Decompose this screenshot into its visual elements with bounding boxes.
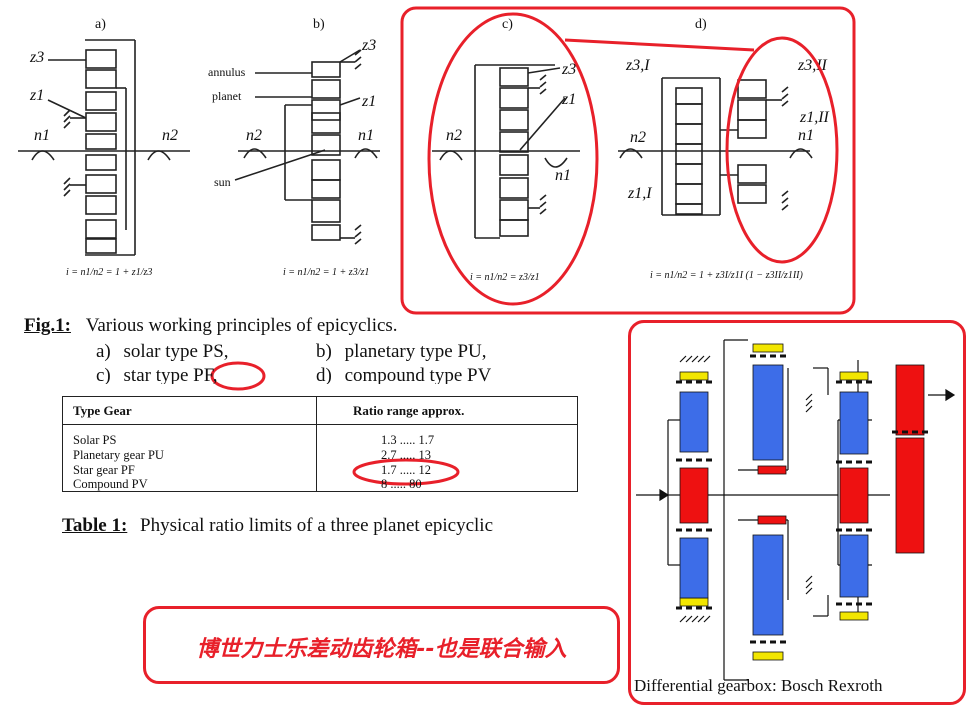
- gearbox-diagram: [636, 339, 956, 681]
- chinese-callout-box: 博世力士乐差动齿轮箱--也是联合输入: [143, 606, 620, 684]
- output-gear-red: [895, 364, 925, 436]
- label-d-n2: n2: [630, 129, 646, 146]
- label-annulus: annulus: [208, 65, 246, 79]
- gear-blue: [679, 391, 709, 453]
- formula-d: i = n1/n2 = 1 + z3I/z1I (1 − z3II/z1II): [650, 270, 803, 281]
- label-a-n2: n2: [162, 127, 178, 144]
- gear-blue: [839, 391, 869, 455]
- ratio-table: Type Gear Ratio range approx. Solar PS 1…: [62, 396, 578, 492]
- label-b-n2: n2: [246, 127, 262, 144]
- caption-item-c: c) star type PF,: [96, 366, 218, 384]
- table-caption-text: Physical ratio limits of a three planet …: [140, 515, 494, 536]
- label-a-n1: n1: [34, 127, 50, 144]
- figure-caption: Fig.1: Various working principles of epi…: [24, 316, 398, 336]
- diagram-d: [618, 77, 813, 216]
- highlight-frame-cd: [400, 6, 856, 315]
- formula-a: i = n1/n2 = 1 + z1/z3: [66, 267, 152, 278]
- formula-b: i = n1/n2 = 1 + z3/z1: [283, 267, 369, 278]
- bearing-yellow: [679, 597, 709, 607]
- highlight-ellipse-d: [725, 36, 839, 264]
- caption-item-b-key: b): [316, 341, 332, 362]
- diagram-b: [234, 49, 380, 245]
- label-c-z1: z1: [561, 91, 576, 108]
- gear-blue: [679, 537, 709, 599]
- label-b-z3: z3: [361, 37, 376, 54]
- gear-red-small: [757, 465, 787, 475]
- table-divider: [316, 397, 317, 491]
- gear-red: [839, 467, 869, 524]
- gear-red: [679, 467, 709, 524]
- caption-item-b: b) planetary type PU,: [316, 342, 487, 362]
- bearing-yellow: [839, 371, 869, 381]
- label-c-z3: z3: [561, 61, 576, 78]
- table-row-1-ratio: 2.7 ..... 13: [381, 448, 431, 462]
- table-col-type: Type Gear: [73, 403, 132, 418]
- output-gear-red: [895, 437, 925, 554]
- table-caption-label: Table 1:: [62, 515, 128, 536]
- caption-item-b-text: planetary type PU,: [344, 341, 487, 362]
- label-d-z1II: z1,II: [799, 109, 830, 126]
- gear-blue: [752, 534, 784, 636]
- caption-item-a-text: solar type PS,: [123, 341, 229, 362]
- gear-red-small: [757, 515, 787, 525]
- label-a: a): [95, 17, 106, 32]
- caption-item-d-text: compound type PV: [344, 366, 492, 384]
- bearing-yellow: [752, 343, 784, 353]
- caption-item-d: d) compound type PV: [316, 366, 491, 384]
- label-d-z1I: z1,I: [627, 185, 652, 202]
- highlight-connector: [564, 38, 755, 52]
- table-col-ratio: Ratio range approx.: [353, 403, 465, 418]
- gear-blue: [752, 364, 784, 461]
- formula-c: i = n1/n2 = z3/z1: [470, 272, 540, 283]
- label-a-z1: z1: [29, 87, 44, 104]
- table-row-2-ratio: 1.7 ..... 12: [381, 463, 431, 477]
- highlight-ellipse-c: [427, 12, 599, 306]
- table-row-3-type: Compound PV: [73, 477, 148, 491]
- table-header: [63, 397, 577, 425]
- caption-item-a: a) solar type PS,: [96, 342, 229, 362]
- label-b: b): [313, 17, 325, 32]
- label-c-n1: n1: [555, 167, 571, 184]
- highlight-pf: [210, 361, 266, 391]
- figure-caption-label: Fig.1:: [24, 315, 71, 336]
- diagram-c: [432, 64, 580, 239]
- table-row-3-ratio: 8 ..... 80: [381, 477, 422, 491]
- chinese-callout-text: 博世力士乐差动齿轮箱--也是联合输入: [196, 637, 567, 662]
- label-planet: planet: [212, 89, 242, 103]
- bearing-yellow: [839, 611, 869, 621]
- table-caption: Table 1: Physical ratio limits of a thre…: [62, 516, 493, 536]
- caption-item-a-key: a): [96, 341, 111, 362]
- bearing-yellow: [679, 371, 709, 381]
- gear-blue: [839, 534, 869, 598]
- label-c-n2: n2: [446, 127, 462, 144]
- table-row-0-type: Solar PS: [73, 433, 117, 447]
- caption-item-c-text: star type PF,: [123, 366, 218, 384]
- label-sun: sun: [214, 175, 231, 189]
- bearing-yellow: [752, 651, 784, 661]
- table-row-2-type: Star gear PF: [73, 463, 135, 477]
- label-c: c): [502, 17, 513, 32]
- gearbox-frame: [628, 320, 966, 705]
- highlight-star-gear-row: [352, 458, 460, 486]
- diagram-a: [18, 39, 190, 256]
- label-a-z3: z3: [29, 49, 44, 66]
- table-row-1-type: Planetary gear PU: [73, 448, 164, 462]
- label-b-n1: n1: [358, 127, 374, 144]
- label-d-z3I: z3,I: [625, 57, 650, 74]
- label-b-z1: z1: [361, 93, 376, 110]
- label-d-n1: n1: [798, 127, 814, 144]
- figure-caption-text: Various working principles of epicyclics…: [85, 315, 398, 336]
- caption-item-c-key: c): [96, 366, 111, 384]
- table-row-0-ratio: 1.3 ..... 1.7: [381, 433, 435, 447]
- label-d: d): [695, 17, 707, 32]
- caption-item-d-key: d): [316, 366, 332, 384]
- gearbox-caption: Differential gearbox: Bosch Rexroth: [634, 676, 883, 695]
- label-d-z3II: z3,II: [797, 57, 828, 74]
